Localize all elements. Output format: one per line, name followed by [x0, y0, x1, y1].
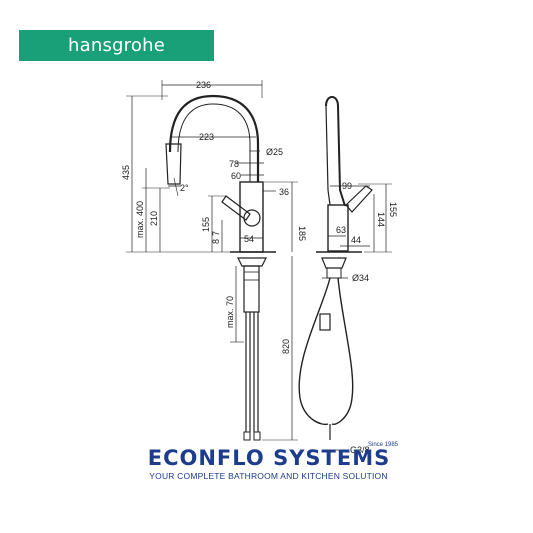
- dim-60: 60: [231, 171, 241, 181]
- dim-435: 435: [121, 165, 131, 180]
- dim-236: 236: [196, 80, 211, 90]
- dim-2-degree: 2°: [180, 183, 189, 193]
- dim-223: 223: [199, 132, 214, 142]
- dim-54: 54: [244, 234, 254, 244]
- dimension-labels: 236 223 78 60 Ø25 36 2° 54 435 max. 400 …: [121, 80, 398, 455]
- dim-36: 36: [279, 187, 289, 197]
- side-lever: [345, 185, 373, 213]
- brand-logo: hansgrohe: [19, 30, 214, 61]
- dim-max-70: max. 70: [225, 296, 235, 328]
- side-hose-weight: [319, 313, 331, 331]
- side-spout: [325, 96, 346, 207]
- footer-tagline: YOUR COMPLETE BATHROOM AND KITCHEN SOLUT…: [149, 471, 388, 481]
- dim-78: 78: [229, 159, 239, 169]
- dim-820: 820: [281, 339, 291, 354]
- dim-144: 144: [376, 212, 386, 227]
- front-lever: [221, 195, 251, 221]
- footer-company-name: ECONFLO SYSTEMS: [147, 446, 391, 470]
- front-spray-head: [165, 143, 182, 185]
- footer-since-label: Since 1985: [368, 442, 399, 448]
- dim-g3-8: G3/8: [350, 445, 370, 455]
- front-shank: [243, 265, 260, 313]
- dim-7: 7: [211, 231, 221, 236]
- dim-185: 185: [297, 226, 307, 241]
- dim-210: 210: [149, 211, 159, 226]
- side-mount-flange: [321, 257, 347, 269]
- front-view: [126, 80, 298, 441]
- brand-logo-text: hansgrohe: [68, 35, 165, 56]
- dim-63: 63: [336, 225, 346, 235]
- side-hose-loop: [298, 277, 331, 426]
- dim-155-front: 155: [201, 217, 211, 232]
- front-spout-inner: [177, 103, 251, 182]
- dim-max-400: max. 400: [135, 201, 145, 238]
- front-mount-flange: [237, 257, 267, 267]
- dim-99: 99: [342, 181, 352, 191]
- dim-diameter-25: Ø25: [266, 147, 283, 157]
- dim-155-side: 155: [388, 202, 398, 217]
- side-view: [298, 96, 392, 451]
- dim-8: 8: [211, 239, 221, 244]
- dim-diameter-34: Ø34: [352, 273, 369, 283]
- front-spout-outer: [168, 94, 260, 182]
- dim-44: 44: [351, 235, 361, 245]
- front-lever-hub: [243, 209, 261, 227]
- side-body: [327, 204, 349, 252]
